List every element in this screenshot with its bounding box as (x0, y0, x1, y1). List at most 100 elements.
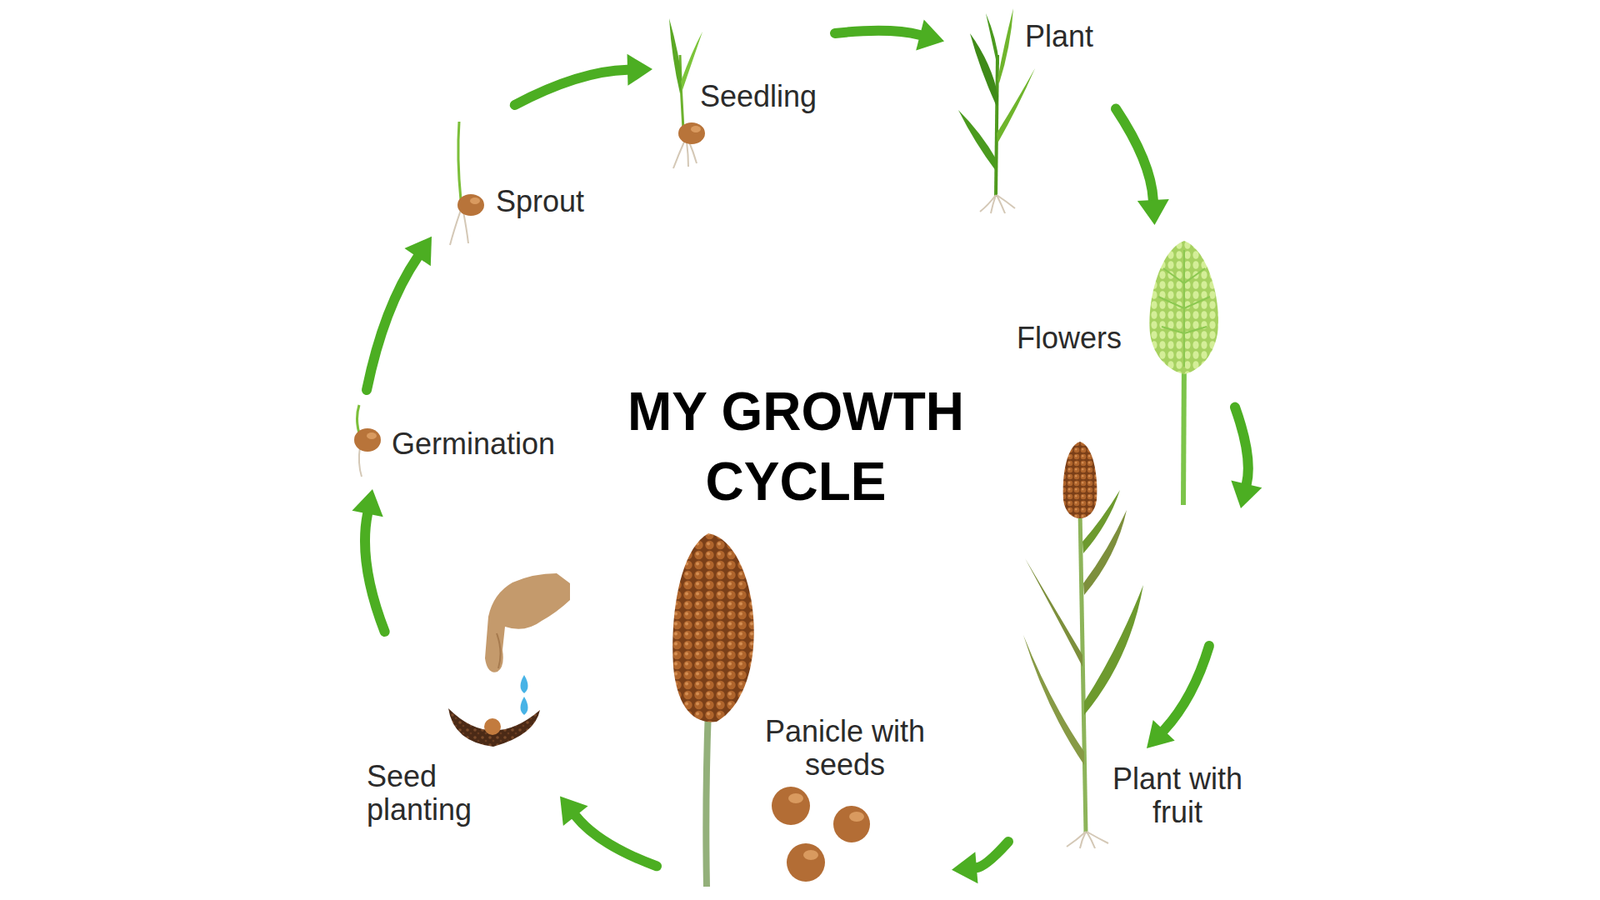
arrow-shaft (575, 815, 657, 866)
seed (457, 194, 485, 216)
stage-node: Seedling (662, 11, 825, 172)
leaf (985, 13, 1000, 67)
arrow-head (560, 796, 589, 826)
stem (705, 708, 709, 887)
diagram-title: MY GROWTH CYCLE (612, 376, 980, 517)
seed (771, 786, 810, 825)
arrow-shaft (365, 513, 385, 632)
stage-label: Germination (391, 427, 555, 461)
root (1086, 831, 1109, 844)
arrow-shaft (515, 70, 628, 105)
cycle-arrow (560, 796, 657, 867)
arrow-shaft (976, 841, 1009, 868)
seed-shine (849, 811, 865, 822)
hand (485, 573, 570, 673)
cycle-arrow (366, 236, 432, 390)
arrow-shaft (835, 30, 920, 35)
germination-art (354, 405, 381, 477)
root (359, 446, 362, 477)
arrow-head (1137, 199, 1170, 225)
panicle-head (672, 533, 755, 722)
water-drop (520, 696, 529, 715)
shoot (458, 121, 461, 200)
arrow-head (951, 851, 978, 884)
arrow-head (351, 489, 383, 517)
arrow-head (1230, 480, 1262, 509)
seed (354, 428, 381, 452)
seedling-art (669, 18, 705, 169)
root (450, 210, 461, 245)
stage-node: Sprout (441, 115, 605, 250)
arrow-head (404, 236, 432, 266)
cycle-arrow (351, 489, 385, 632)
seed-shine (470, 197, 480, 205)
hand-line (496, 633, 501, 669)
arrow-head (627, 54, 653, 86)
seed-shine (803, 850, 819, 860)
seed-shine (690, 125, 701, 133)
seed-shine (788, 793, 804, 804)
leaf (1025, 558, 1083, 667)
seed (678, 122, 705, 145)
root (1080, 831, 1086, 849)
arrow-shaft (1115, 109, 1154, 201)
leaf (997, 8, 1014, 84)
seed (833, 805, 870, 843)
root (990, 195, 996, 214)
flowers-art (1149, 240, 1219, 505)
stage-label: Seedling (700, 80, 817, 114)
stage-label: Panicle with seeds (753, 715, 937, 782)
stage-node: Germination (343, 400, 577, 480)
stage-label: Plant with fruit (1094, 762, 1261, 830)
shoot (357, 405, 360, 434)
leaf (680, 31, 703, 90)
root (686, 141, 689, 167)
stem (995, 55, 998, 197)
stage-node: Plant (954, 3, 1106, 215)
seed-shine (366, 432, 377, 440)
stem (680, 55, 684, 130)
seed-planting-art (448, 573, 570, 747)
panicle-art (672, 533, 870, 887)
cycle-arrow-extra (1146, 645, 1210, 749)
stage-node: Panicle with seeds (666, 526, 942, 892)
fruit-head (1063, 441, 1098, 519)
leaf (1023, 635, 1085, 765)
root (463, 211, 469, 244)
seed (786, 843, 825, 882)
leaf (1083, 510, 1127, 595)
cycle-arrow (515, 54, 653, 105)
plant-art (958, 8, 1035, 214)
root (673, 140, 685, 169)
leaf (1084, 585, 1144, 715)
stage-node: Plant with fruit (1018, 518, 1265, 850)
stage-label: Flowers (1016, 321, 1122, 355)
arrow-shaft (1164, 645, 1210, 730)
stage-label: Sprout (495, 185, 585, 219)
leaf (958, 110, 997, 171)
soil (448, 708, 540, 747)
flower-branch (1158, 250, 1210, 367)
arrow-shaft (366, 257, 418, 390)
flower-head (1149, 240, 1219, 375)
root (996, 195, 1015, 209)
seed (484, 718, 501, 735)
leaf (996, 68, 1035, 144)
sprout-art (450, 121, 485, 245)
water-drop (520, 675, 529, 694)
arrow-head (915, 20, 945, 51)
stem (1183, 358, 1185, 505)
stem (1080, 510, 1086, 834)
stage-label: Seed planting (366, 760, 492, 827)
stage-node: Flowers (1011, 235, 1225, 509)
cycle-arrow (1230, 407, 1262, 509)
cycle-arrow (951, 841, 1009, 884)
arrow-head (1146, 720, 1175, 749)
cycle-arrow (835, 20, 945, 51)
stage-label: Plant (1025, 20, 1094, 54)
arrow-shaft (1235, 407, 1249, 485)
stage-node: Seed planting (360, 641, 550, 835)
